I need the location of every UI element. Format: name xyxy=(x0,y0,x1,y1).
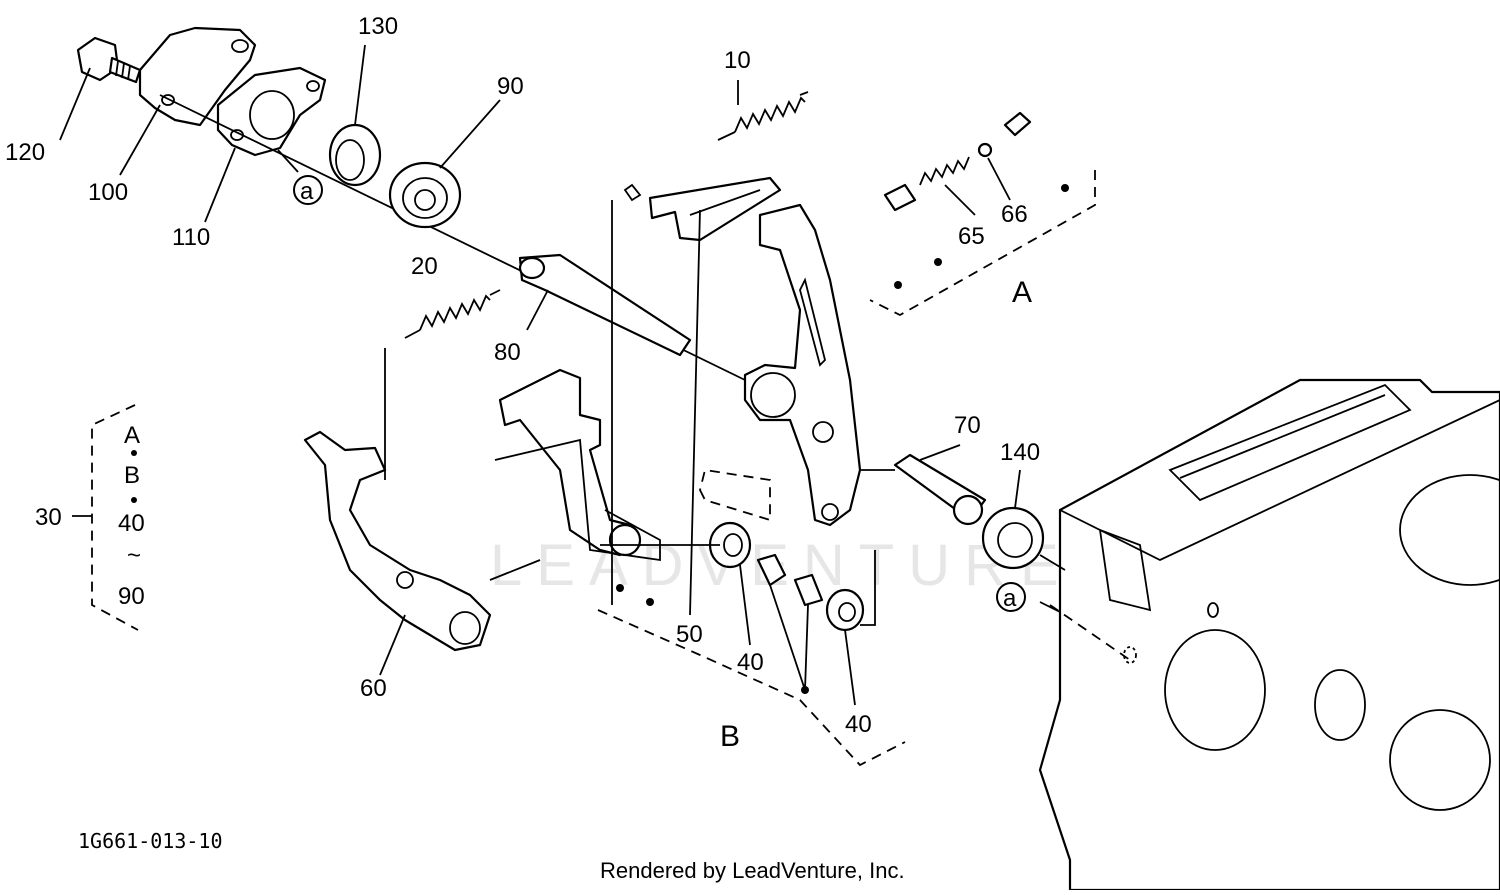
svg-text:a: a xyxy=(1003,585,1017,612)
callout-30: 30 xyxy=(35,504,62,531)
legend-bracket xyxy=(91,404,139,631)
callout-40-left: 40 xyxy=(737,649,764,676)
callout-65: 65 xyxy=(958,223,985,250)
callout-66: 66 xyxy=(1001,201,1028,228)
engine-block xyxy=(1038,378,1500,892)
marker-a-top: a xyxy=(277,149,323,205)
svg-text:a: a xyxy=(300,178,314,205)
bearing-140 xyxy=(981,506,1045,570)
leader-lines xyxy=(59,44,1021,706)
plug-40 xyxy=(756,553,787,587)
callout-40-right: 40 xyxy=(845,711,872,738)
svg-text:40: 40 xyxy=(118,510,145,537)
bracket-plate xyxy=(494,438,661,562)
cover-100 xyxy=(138,26,257,127)
callout-50: 50 xyxy=(676,621,703,648)
lever-plate xyxy=(743,203,862,527)
spring-10 xyxy=(717,91,809,141)
callout-90: 90 xyxy=(497,73,524,100)
group-a-outline xyxy=(869,170,1096,317)
marker-a-bottom: a xyxy=(996,582,1061,613)
seal-40-right xyxy=(825,588,865,632)
group-b-outline xyxy=(597,609,906,767)
callout-60: 60 xyxy=(360,675,387,702)
credit-text: Rendered by LeadVenture, Inc. xyxy=(600,858,905,883)
collar-70 xyxy=(893,453,987,526)
gasket-110 xyxy=(216,66,327,157)
bolt-120 xyxy=(76,36,142,84)
group-b-plate xyxy=(699,468,771,522)
svg-text:A: A xyxy=(124,422,140,449)
spring-20 xyxy=(404,289,501,339)
callout-70: 70 xyxy=(954,412,981,439)
svg-text:B: B xyxy=(124,462,140,489)
group-a-parts xyxy=(883,111,1032,212)
callout-10: 10 xyxy=(724,47,751,74)
svg-text:90: 90 xyxy=(118,583,145,610)
group-label-a: A xyxy=(1012,276,1032,309)
screw-40 xyxy=(793,573,824,607)
legend-30: A B 40 ~ 90 xyxy=(118,422,145,610)
bearing-90 xyxy=(388,161,462,229)
bush-130 xyxy=(328,123,382,187)
arm xyxy=(498,368,642,557)
spring-holder-50 xyxy=(623,176,782,242)
reference-dots xyxy=(616,184,1069,694)
callout-80: 80 xyxy=(494,339,521,366)
figure-code: 1G661-013-10 xyxy=(78,829,223,853)
callout-140: 140 xyxy=(1000,439,1040,466)
callout-100: 100 xyxy=(88,179,128,206)
group-label-b: B xyxy=(720,720,740,753)
lever-60 xyxy=(303,430,492,652)
shaft-80 xyxy=(518,253,692,357)
seal-40-left xyxy=(708,521,752,569)
svg-text:~: ~ xyxy=(127,542,141,569)
callout-120: 120 xyxy=(5,139,45,166)
callout-110: 110 xyxy=(172,224,210,251)
callout-20: 20 xyxy=(411,253,438,280)
callout-130: 130 xyxy=(358,13,398,40)
